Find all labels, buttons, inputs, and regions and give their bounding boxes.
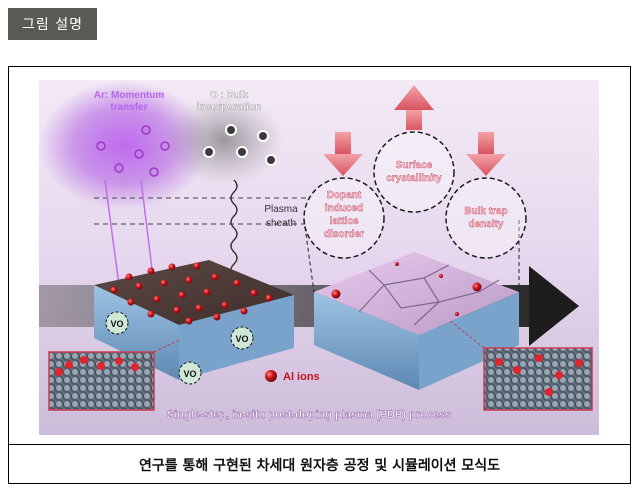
effect-circles xyxy=(303,131,527,259)
effect-crystallinity-line2: crystallinity xyxy=(386,173,442,184)
inset-right-connector xyxy=(448,319,485,349)
figure-description-tag: 그림 설명 xyxy=(8,8,97,40)
oxygen-vacancy-markers xyxy=(105,311,254,385)
simulation-inset-right xyxy=(483,347,593,411)
figure-caption: 연구를 통해 구현된 차세대 원자층 공정 및 시뮬레이션 모식도 xyxy=(8,444,631,485)
effect-disorder-line1: Dopant xyxy=(327,190,362,201)
argon-label-line2: transfer xyxy=(110,102,147,113)
vacancy-marker-3 xyxy=(178,361,202,385)
connector-lines xyxy=(303,219,520,293)
simulation-inset-left xyxy=(48,351,155,411)
argon-atoms xyxy=(96,125,170,177)
effect-circle-crystallinity xyxy=(373,131,455,213)
effect-crystallinity-line1: Surface xyxy=(396,160,433,171)
oxygen-label-line1: O : Bulk xyxy=(210,90,249,101)
doped-film-block xyxy=(314,252,519,390)
vacancy-label-3: VO xyxy=(183,369,196,379)
effect-disorder-line2: induced xyxy=(325,203,363,214)
al-ions-legend-label: Al ions xyxy=(283,371,320,383)
plasma-sheath-label-line2: sheath xyxy=(266,218,296,229)
decrease-arrow-disorder xyxy=(323,132,363,176)
effect-disorder-line4: disorder xyxy=(324,229,364,240)
argon-plasma-glow xyxy=(39,80,209,210)
al-ions-right xyxy=(331,262,482,316)
al-ions-legend-marker xyxy=(265,370,277,382)
argon-label-line1: Ar: Momentum xyxy=(94,90,165,101)
oxygen-atoms xyxy=(203,124,277,166)
increase-arrow-crystallinity xyxy=(394,85,434,130)
oxygen-plasma-glow xyxy=(164,95,284,185)
grain-boundaries xyxy=(358,264,500,326)
vacancy-marker-2 xyxy=(230,326,254,350)
process-schematic: Ar: Momentum transfer O : Bulk incorpora… xyxy=(39,80,599,435)
effect-disorder-line3: lattice xyxy=(330,216,359,227)
plasma-sheath-label-line1: Plasma xyxy=(264,204,298,215)
process-label: Single-step, in-situ post-doping plasma … xyxy=(167,409,451,421)
effect-trap-line1: Bulk trap xyxy=(464,206,507,217)
effect-circle-trap xyxy=(445,177,527,259)
vacancy-label-1: VO xyxy=(110,319,123,329)
vacancy-label-2: VO xyxy=(235,334,248,344)
al-ions-left xyxy=(110,262,273,325)
oxygen-label-line2: incorporation xyxy=(197,102,261,113)
effect-circle-disorder xyxy=(303,177,385,259)
effect-trap-line2: density xyxy=(468,219,503,230)
vacancy-marker-1 xyxy=(105,311,129,335)
decrease-arrow-trap xyxy=(466,132,506,176)
